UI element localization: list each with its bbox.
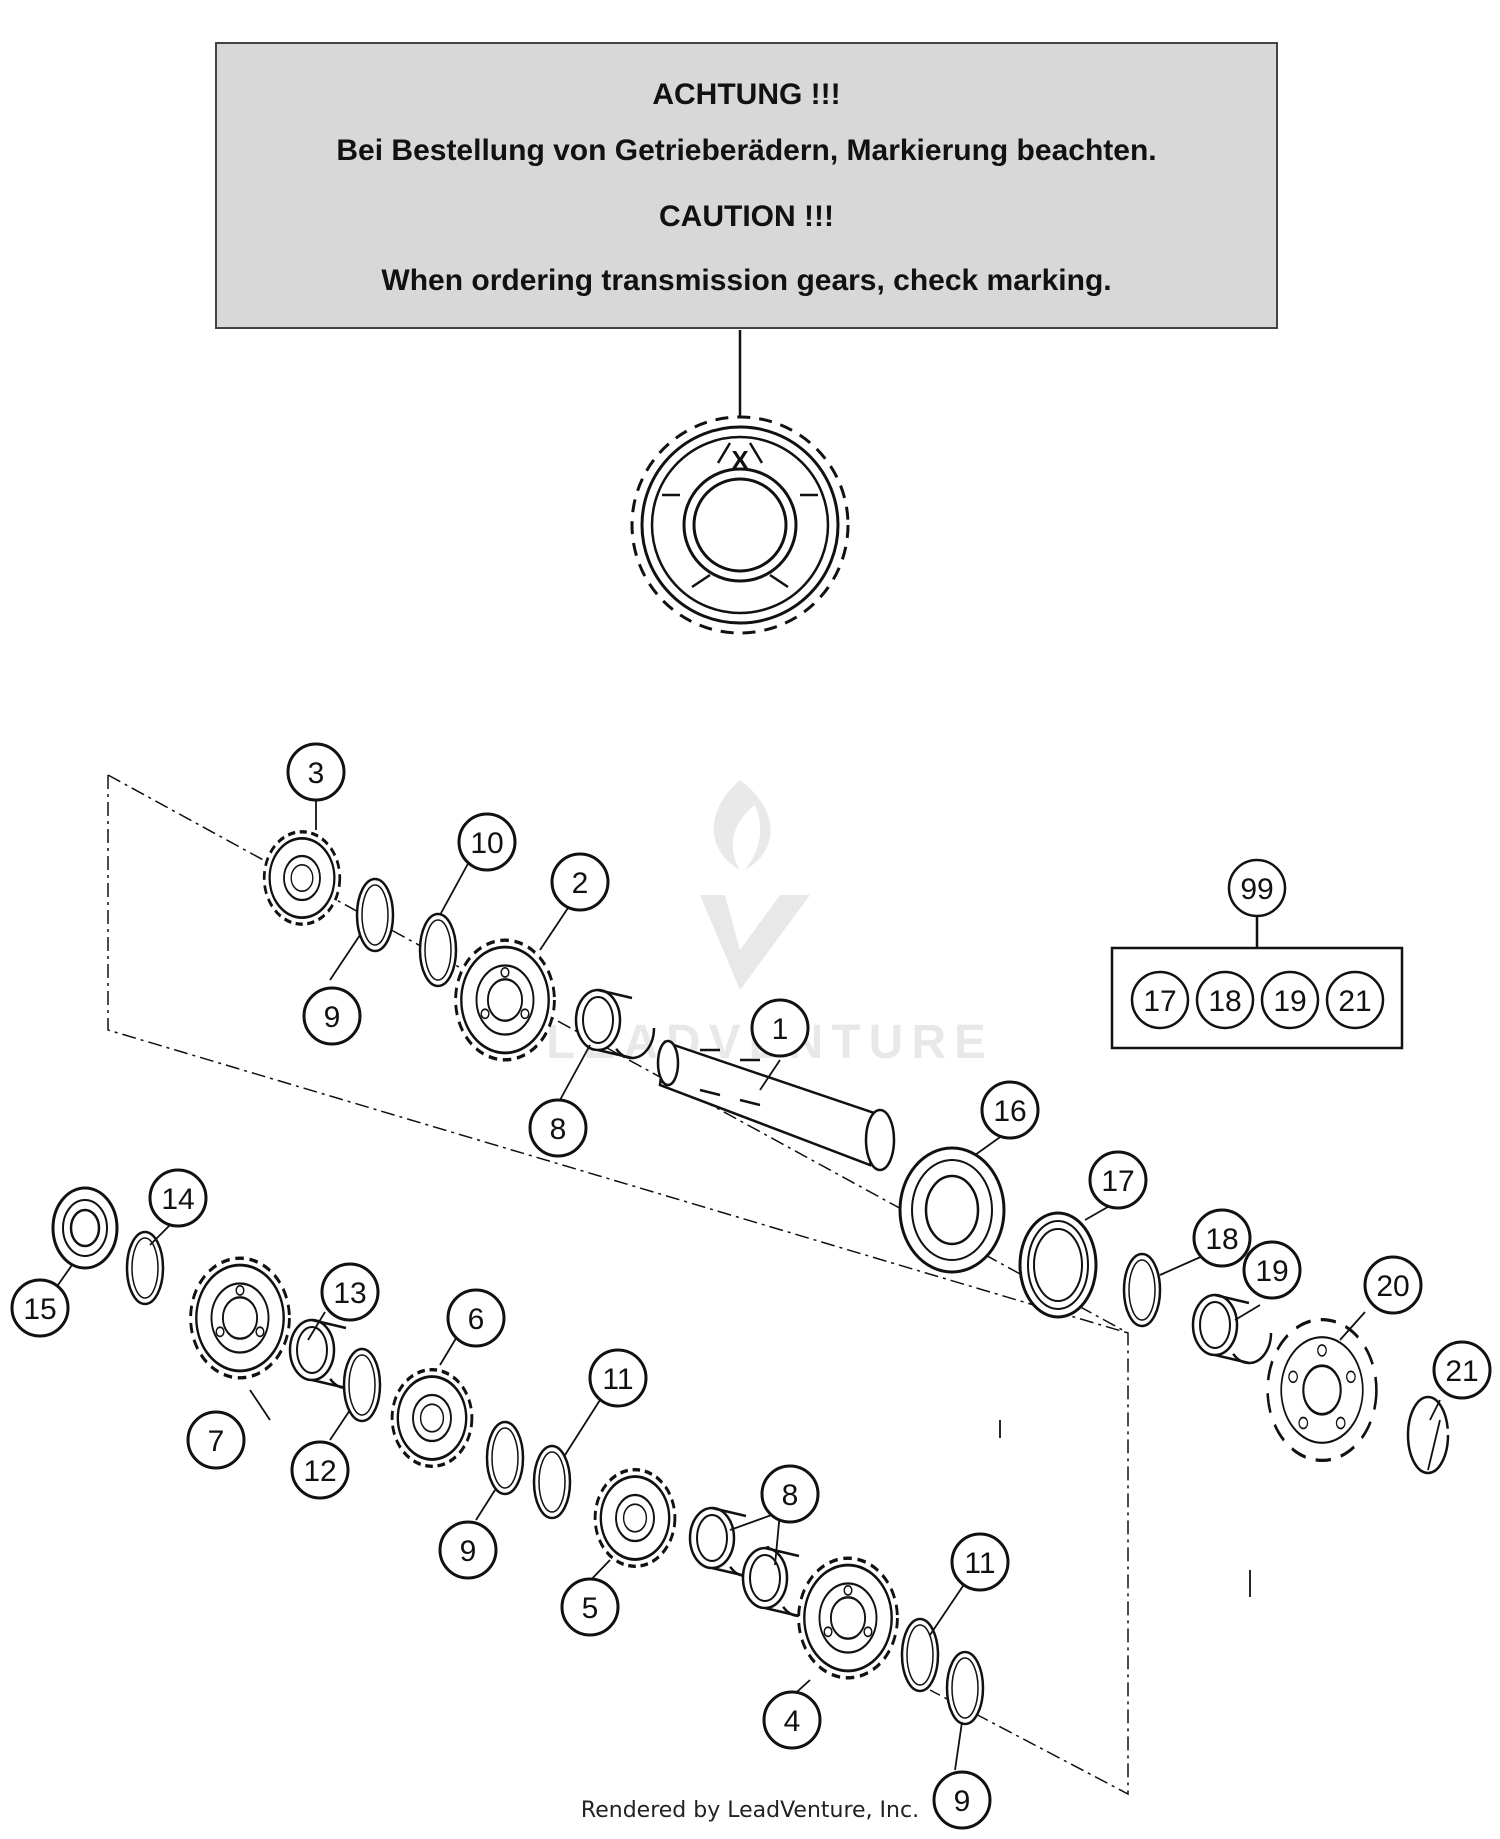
gear-part-5 [593, 1467, 677, 1569]
callout-18: 18 [1192, 1208, 1252, 1268]
washer-part-14 [125, 1230, 165, 1306]
ring-part-9-upper [355, 877, 395, 953]
callout-16: 16 [980, 1080, 1040, 1140]
svg-text:18: 18 [1208, 985, 1241, 1018]
callout-14: 14 [148, 1168, 208, 1228]
svg-text:19: 19 [1255, 1255, 1288, 1288]
gear-part-4 [796, 1556, 900, 1680]
svg-text:13: 13 [333, 1277, 366, 1310]
callout-11-middle: 11 [588, 1348, 648, 1408]
callout-8-upper: 8 [528, 1098, 588, 1158]
callout-11-lower: 11 [950, 1532, 1010, 1592]
notice-heading-en: CAUTION !!! [659, 200, 834, 233]
svg-text:21: 21 [1338, 985, 1371, 1018]
svg-text:99: 99 [1240, 873, 1273, 906]
callout-13: 13 [320, 1262, 380, 1322]
callout-9-lower: 9 [932, 1770, 992, 1830]
callout-3: 3 [286, 742, 346, 802]
assembly-outline [107, 774, 1129, 1796]
svg-text:21: 21 [1445, 1355, 1478, 1388]
notice-text-en: When ordering transmission gears, check … [381, 264, 1112, 297]
callout-1: 1 [750, 998, 810, 1058]
circlip-part-21 [1406, 1395, 1450, 1475]
callout-9-upper: 9 [302, 986, 362, 1046]
callout-20: 20 [1363, 1255, 1423, 1315]
svg-text:7: 7 [208, 1425, 225, 1458]
notice-text-de: Bei Bestellung von Getrieberädern, Marki… [336, 134, 1157, 167]
svg-text:4: 4 [784, 1705, 801, 1738]
svg-text:2: 2 [572, 867, 589, 900]
callout-21: 21 [1432, 1340, 1492, 1400]
callout-7: 7 [186, 1410, 246, 1470]
svg-text:12: 12 [303, 1455, 336, 1488]
ring-part-18 [1122, 1252, 1162, 1328]
svg-text:8: 8 [550, 1113, 567, 1146]
callout-15: 15 [10, 1278, 70, 1338]
svg-text:9: 9 [954, 1785, 971, 1818]
kit-number: 99 [1227, 858, 1287, 918]
shaft-part-1 [656, 1039, 896, 1172]
callout-19: 19 [1242, 1240, 1302, 1300]
svg-text:1: 1 [772, 1013, 789, 1046]
callout-5: 5 [560, 1577, 620, 1637]
kit-item-21: 21 [1325, 970, 1385, 1030]
svg-text:19: 19 [1273, 985, 1306, 1018]
svg-text:8: 8 [782, 1479, 799, 1512]
gear-part-7 [188, 1256, 292, 1380]
ring-part-9-lower [945, 1650, 985, 1726]
gear-part-2 [453, 938, 557, 1062]
gear-part-6 [390, 1367, 474, 1469]
bearing-part-15 [51, 1186, 119, 1270]
bearing-part-16 [898, 1146, 1006, 1274]
kit-item-19: 19 [1260, 970, 1320, 1030]
svg-text:15: 15 [23, 1293, 56, 1326]
kit-99: 99 17 18 19 21 [1110, 858, 1404, 1050]
caution-notice: ACHTUNG !!! Bei Bestellung von Getrieber… [215, 42, 1278, 329]
ring-part-9-middle [485, 1420, 525, 1496]
svg-text:3: 3 [308, 757, 325, 790]
svg-text:10: 10 [470, 827, 503, 860]
marked-gear-illustration: X [630, 415, 850, 635]
svg-text:6: 6 [468, 1303, 485, 1336]
callout-8-lower: 8 [760, 1464, 820, 1524]
callout-6: 6 [446, 1288, 506, 1348]
callouts: 1 2 3 4 5 6 7 8 8 9 9 9 10 11 11 12 13 1… [10, 742, 1492, 1830]
svg-text:14: 14 [161, 1183, 194, 1216]
footer-credit: Rendered by LeadVenture, Inc. [580, 1798, 920, 1823]
notice-heading-de: ACHTUNG !!! [652, 78, 841, 111]
svg-text:17: 17 [1101, 1165, 1134, 1198]
kit-item-17: 17 [1130, 970, 1190, 1030]
svg-text:11: 11 [602, 1363, 633, 1396]
svg-text:11: 11 [964, 1547, 995, 1580]
svg-text:5: 5 [582, 1592, 599, 1625]
svg-text:16: 16 [993, 1095, 1026, 1128]
marking-x: X [731, 445, 749, 475]
callout-2: 2 [550, 852, 610, 912]
callout-12: 12 [290, 1440, 350, 1500]
ring-part-10 [418, 912, 458, 988]
callout-17: 17 [1088, 1150, 1148, 1210]
svg-text:9: 9 [324, 1001, 341, 1034]
callout-10: 10 [457, 812, 517, 872]
seal-part-17 [1018, 1211, 1098, 1319]
svg-text:20: 20 [1376, 1270, 1409, 1303]
kit-item-18: 18 [1195, 970, 1255, 1030]
svg-text:9: 9 [460, 1535, 477, 1568]
svg-text:18: 18 [1205, 1223, 1238, 1256]
sprocket-part-20 [1266, 1317, 1378, 1463]
callout-4: 4 [762, 1690, 822, 1750]
callout-9-middle: 9 [438, 1520, 498, 1580]
gear-part-3 [262, 830, 342, 926]
svg-text:17: 17 [1143, 985, 1176, 1018]
ring-part-11-middle [532, 1444, 572, 1520]
